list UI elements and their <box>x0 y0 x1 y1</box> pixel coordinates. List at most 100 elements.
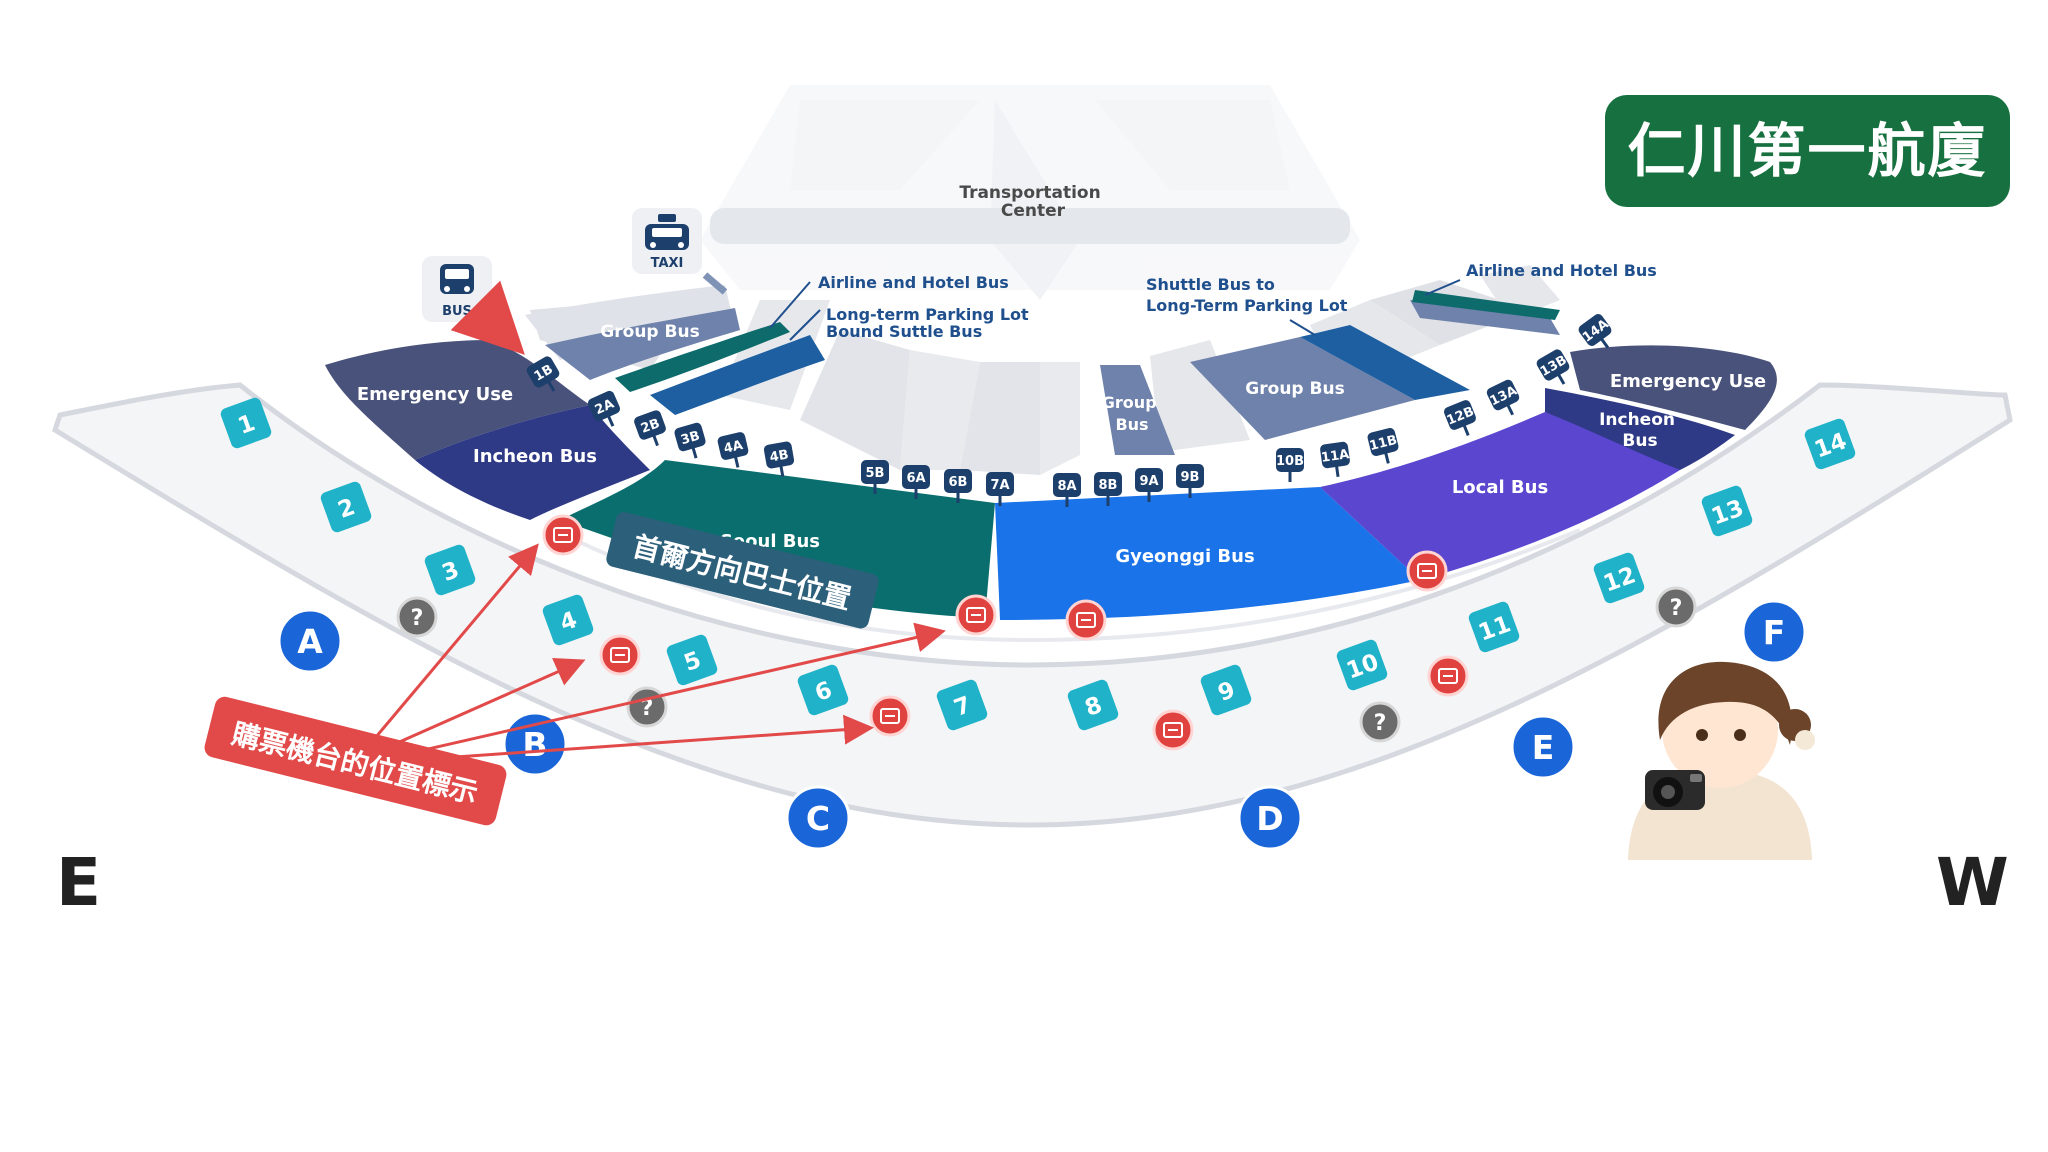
svg-text:A: A <box>297 622 323 661</box>
bus-stop-9b: 9B <box>1176 464 1204 498</box>
zone-emergency-left-label: Emergency Use <box>357 384 513 405</box>
svg-text:10B: 10B <box>1276 454 1304 469</box>
svg-text:6B: 6B <box>949 475 968 490</box>
gate-d: D <box>1237 785 1303 851</box>
door-11: 11 <box>1468 601 1520 653</box>
arrow-taxi <box>702 272 728 295</box>
svg-text:9B: 9B <box>1181 470 1200 485</box>
arrow-bus <box>450 280 525 355</box>
bus-stop-1b: 1B <box>526 356 560 392</box>
zone-local-label: Local Bus <box>1452 477 1548 498</box>
zone-longterm-left <box>650 335 825 415</box>
door-13: 13 <box>1701 485 1753 537</box>
door-3: 3 <box>424 544 476 596</box>
svg-text:?: ? <box>411 606 424 631</box>
help-icon: ? <box>1359 701 1401 743</box>
bus-stop-4b: 4B <box>763 441 795 477</box>
gate-f: F <box>1741 599 1807 665</box>
zone-incheon-left <box>415 405 650 520</box>
svg-text:E: E <box>1532 728 1555 767</box>
bus-stop-6b: 6B <box>944 469 972 503</box>
bus-stop-3b: 3B <box>674 422 706 459</box>
zone-gyeonggi <box>995 487 1420 620</box>
zone-airline-hotel-right <box>1410 300 1560 335</box>
ticket-machine-icon <box>955 594 997 636</box>
girl-photographer-illustration <box>1628 661 1815 860</box>
svg-text:8A: 8A <box>1057 479 1076 494</box>
transportation-center <box>700 85 1360 300</box>
zone-emergency-right <box>1570 345 1777 430</box>
ticket-machine-icon <box>599 634 641 676</box>
compass-left: E <box>56 844 102 921</box>
door-5: 5 <box>666 634 718 686</box>
bus-stop-10b: 10B <box>1276 448 1304 482</box>
svg-text:3B: 3B <box>679 429 701 449</box>
gate-e: E <box>1510 714 1576 780</box>
svg-text:11B: 11B <box>1368 433 1399 454</box>
bus-stop-2a: 2A <box>587 390 621 427</box>
zone-group-bus-mid <box>1100 365 1175 455</box>
svg-text:C: C <box>806 799 830 838</box>
door-2: 2 <box>320 481 372 533</box>
help-icon: ? <box>1655 586 1697 628</box>
bus-stop-8b: 8B <box>1094 472 1122 506</box>
label-longterm-left: Long-term Parking Lot Bound Suttle Bus <box>826 305 1034 341</box>
leader-longterm-left <box>789 309 821 341</box>
svg-text:BUS: BUS <box>442 304 472 319</box>
bus-stop-4a: 4A <box>717 432 749 468</box>
zone-emergency-left <box>325 340 590 460</box>
svg-text:D: D <box>1256 799 1283 838</box>
bus-stop-12b: 12B <box>1444 400 1476 436</box>
door-8: 8 <box>1067 679 1119 731</box>
door-7: 7 <box>936 679 988 731</box>
svg-text:6A: 6A <box>906 471 925 486</box>
svg-text:8B: 8B <box>1099 478 1118 493</box>
svg-text:2B: 2B <box>639 416 662 437</box>
ticket-machine-icon <box>1427 655 1469 697</box>
zone-incheon-right <box>1545 388 1735 470</box>
ticket-machine-icon <box>1065 599 1107 641</box>
ticket-arrows <box>363 543 946 764</box>
leader-airline-hotel-right <box>1424 279 1461 296</box>
svg-text:B: B <box>522 725 547 764</box>
zone-group-bus-mid-label: Group Bus <box>1102 393 1162 434</box>
svg-text:5B: 5B <box>866 466 885 481</box>
svg-text:?: ? <box>641 696 654 721</box>
help-icon: ? <box>396 596 438 638</box>
door-10: 10 <box>1336 639 1388 691</box>
svg-text:9A: 9A <box>1139 474 1158 489</box>
door-6: 6 <box>797 664 849 716</box>
bus-stop-5b: 5B <box>861 460 889 494</box>
ticket-machines <box>542 514 1469 751</box>
zone-emergency-right-label: Emergency Use <box>1610 371 1766 392</box>
zone-incheon-left-label: Incheon Bus <box>473 446 597 467</box>
bus-icon: BUS <box>422 256 492 322</box>
ticket-machine-icon <box>869 695 911 737</box>
taxi-icon: TAXI <box>632 208 702 274</box>
gate-a: A <box>277 608 343 674</box>
zone-group-bus-right-label: Group Bus <box>1245 379 1344 399</box>
door-1: 1 <box>220 397 272 449</box>
bus-stop-6a: 6A <box>902 465 930 499</box>
svg-text:?: ? <box>1374 711 1387 736</box>
bus-stop-11a: 11A <box>1320 441 1350 477</box>
bus-stop-8a: 8A <box>1053 473 1081 507</box>
bus-stop-11b: 11B <box>1367 428 1399 464</box>
bus-stop-7a: 7A <box>986 472 1014 506</box>
zone-incheon-right-label: Incheon Bus <box>1599 410 1681 451</box>
bus-stop-13a: 13A <box>1486 379 1520 416</box>
svg-text:TAXI: TAXI <box>651 256 684 271</box>
transportation-center-label: Transportation Center <box>959 183 1106 221</box>
door-12: 12 <box>1593 552 1645 604</box>
door-14: 14 <box>1804 418 1856 470</box>
leader-shuttle-right <box>1289 319 1316 336</box>
ticket-machine-icon <box>542 514 584 556</box>
door-9: 9 <box>1200 664 1252 716</box>
svg-text:?: ? <box>1670 596 1683 621</box>
gate-b: B <box>502 711 568 777</box>
bus-stop-13b: 13B <box>1536 349 1570 385</box>
svg-text:2A: 2A <box>593 397 617 418</box>
zone-seoul <box>560 460 995 618</box>
